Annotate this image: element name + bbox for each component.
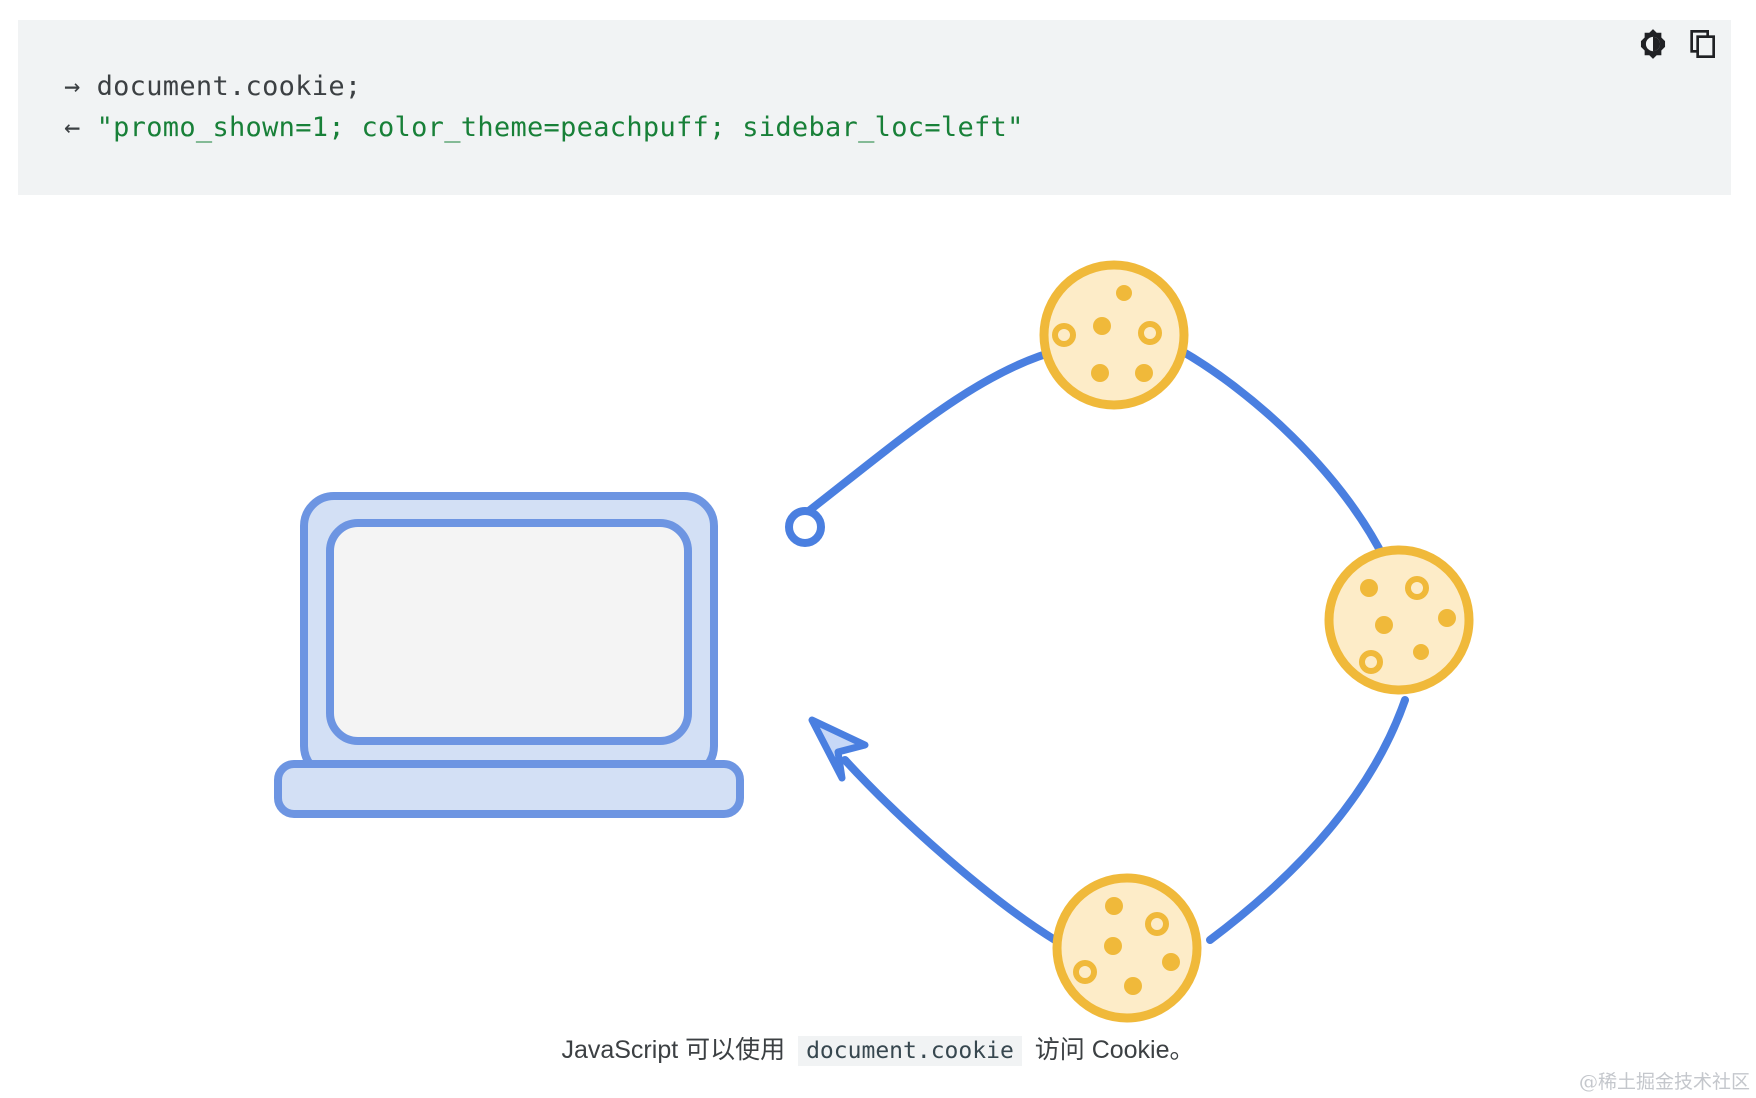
cookie-diagram [274, 260, 1474, 1023]
code-input-text: document.cookie; [96, 71, 362, 102]
arrowhead-icon [808, 716, 869, 782]
code-block: → document.cookie; ← "promo_shown=1; color… [18, 20, 1731, 195]
watermark: @稀土掘金技术社区 [1578, 1071, 1750, 1093]
brightness-icon [1640, 29, 1666, 59]
copy-icon [1690, 29, 1715, 58]
code-line-output: ← "promo_shown=1; color_theme=peachpuff; … [64, 112, 1024, 143]
cookie-icon [1052, 873, 1202, 1023]
code-line-input: → document.cookie; [64, 71, 361, 102]
cookie-icon [1324, 545, 1474, 695]
code-toolbar [1635, 26, 1721, 62]
cookie-icon [1039, 260, 1189, 410]
caption-prefix: JavaScript 可以使用 [561, 1036, 786, 1064]
figure-caption: JavaScript 可以使用 document.cookie 访问 Cooki… [0, 1030, 1756, 1066]
code-output-text: "promo_shown=1; color_theme=peachpuff; s… [96, 112, 1024, 143]
caption-suffix: 访问 Cookie。 [1034, 1036, 1195, 1064]
input-arrow: → [64, 71, 81, 102]
copy-button[interactable] [1685, 26, 1721, 62]
start-node [785, 507, 825, 547]
laptop-icon [274, 492, 744, 818]
caption-inline-code: document.cookie [798, 1036, 1022, 1066]
flow-path [806, 346, 1409, 944]
theme-toggle-button[interactable] [1635, 26, 1671, 62]
output-arrow: ← [64, 112, 81, 143]
